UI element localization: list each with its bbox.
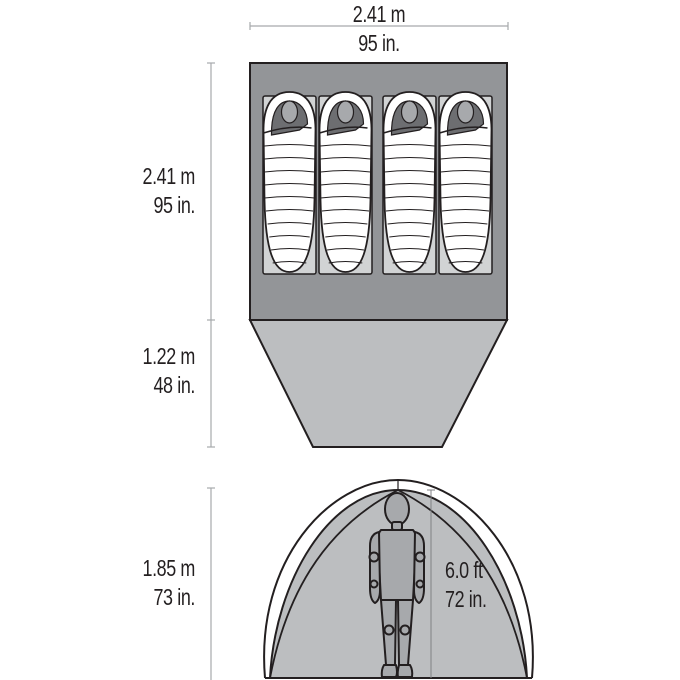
- vestibule-label-imperial: 48 in.: [153, 372, 195, 398]
- bag-baffle-line: [446, 248, 485, 251]
- bag-baffle-line: [384, 196, 435, 199]
- bag-baffle-line: [440, 183, 491, 186]
- width-label-metric: 2.41 m: [352, 1, 406, 27]
- figure-knee-left: [383, 624, 395, 636]
- bag-baffle-line: [270, 248, 309, 251]
- bag-baffle-line: [264, 183, 315, 186]
- sleepers-group: [262, 91, 493, 275]
- sleeping-bag: [262, 91, 317, 273]
- bag-baffle-line: [441, 209, 490, 212]
- bag-collar-line: [439, 126, 488, 134]
- bag-baffle-line: [389, 235, 430, 238]
- bag-baffle-line: [384, 170, 435, 173]
- figure-torso: [376, 529, 418, 601]
- figure-elbow-right: [414, 551, 426, 563]
- bag-baffle-line: [264, 144, 315, 147]
- vestibule-dimension-line: [207, 320, 215, 448]
- bag-baffle-line: [272, 261, 307, 264]
- figure-foot-left: [380, 664, 398, 678]
- figure-wrist-left: [369, 579, 379, 589]
- bag-baffle-line: [320, 170, 371, 173]
- peak-height-label-metric: 1.85 m: [142, 555, 195, 581]
- bag-baffle-line: [390, 248, 429, 251]
- figure-wrist-right: [415, 579, 425, 589]
- bag-collar-line: [319, 126, 368, 134]
- sleeper-head: [336, 100, 355, 124]
- bag-baffle-line: [440, 157, 491, 160]
- bag-baffle-line: [448, 261, 483, 264]
- bag-baffle-line: [323, 222, 368, 225]
- floor-length-label-imperial: 95 in.: [153, 192, 195, 218]
- sleeper-3: [382, 91, 437, 275]
- sleeper-2: [318, 91, 373, 275]
- bag-baffle-line: [325, 235, 366, 238]
- bag-baffle-line: [264, 170, 315, 173]
- sleeper-4: [438, 91, 493, 275]
- bag-baffle-line: [440, 196, 491, 199]
- bag-baffle-line: [264, 196, 315, 199]
- bag-baffle-line: [267, 222, 312, 225]
- width-label-imperial: 95 in.: [358, 30, 400, 56]
- floor-length-dimension-line: [207, 62, 215, 321]
- sleeping-bag: [382, 91, 437, 273]
- bag-baffle-line: [440, 144, 491, 147]
- tent-inner-pole-right: [397, 489, 528, 679]
- bag-baffle-line: [265, 209, 314, 212]
- figure-knee-right: [399, 624, 411, 636]
- bag-baffle-line: [387, 222, 432, 225]
- peak-height-dimension-line: [207, 487, 215, 680]
- bag-baffle-line: [385, 209, 434, 212]
- width-dimension-line: [249, 22, 509, 30]
- bag-baffle-line: [443, 222, 488, 225]
- vestibule-label-metric: 1.22 m: [142, 343, 195, 369]
- figure-arm-right: [413, 531, 425, 604]
- figure-arm-left: [369, 531, 381, 604]
- bag-collar-line: [263, 126, 312, 134]
- sleeper-head: [280, 100, 299, 124]
- person-height-dimension-line: [427, 489, 435, 678]
- tent-inner-pole-left: [269, 489, 399, 679]
- bag-baffle-line: [320, 157, 371, 160]
- bag-baffle-line: [320, 183, 371, 186]
- person-height-label-in: 72 in.: [445, 586, 487, 612]
- bag-baffle-line: [445, 235, 486, 238]
- sleeping-bag: [438, 91, 493, 273]
- bag-baffle-line: [269, 235, 310, 238]
- sleeper-1: [262, 91, 317, 275]
- bag-baffle-line: [384, 183, 435, 186]
- bag-baffle-line: [384, 157, 435, 160]
- bag-baffle-line: [321, 209, 370, 212]
- bag-baffle-line: [392, 261, 427, 264]
- bag-baffle-line: [264, 157, 315, 160]
- person-height-label-ft: 6.0 ft: [445, 557, 483, 583]
- bag-baffle-line: [320, 196, 371, 199]
- sleeping-bag: [318, 91, 373, 273]
- peak-height-label-imperial: 73 in.: [153, 584, 195, 610]
- bag-baffle-line: [440, 170, 491, 173]
- bag-collar-line: [383, 126, 432, 134]
- floor-length-label-metric: 2.41 m: [142, 163, 195, 189]
- sleeper-head: [456, 100, 475, 124]
- bag-baffle-line: [384, 144, 435, 147]
- bag-baffle-line: [326, 248, 365, 251]
- sleeper-head: [400, 100, 419, 124]
- bag-baffle-line: [320, 144, 371, 147]
- bag-baffle-line: [328, 261, 363, 264]
- figure-head: [384, 492, 410, 526]
- figure-foot-right: [396, 664, 414, 678]
- mannequin-figure: [368, 492, 426, 678]
- figure-neck: [391, 521, 403, 531]
- figure-elbow-left: [368, 551, 380, 563]
- vestibule-area: [248, 319, 509, 448]
